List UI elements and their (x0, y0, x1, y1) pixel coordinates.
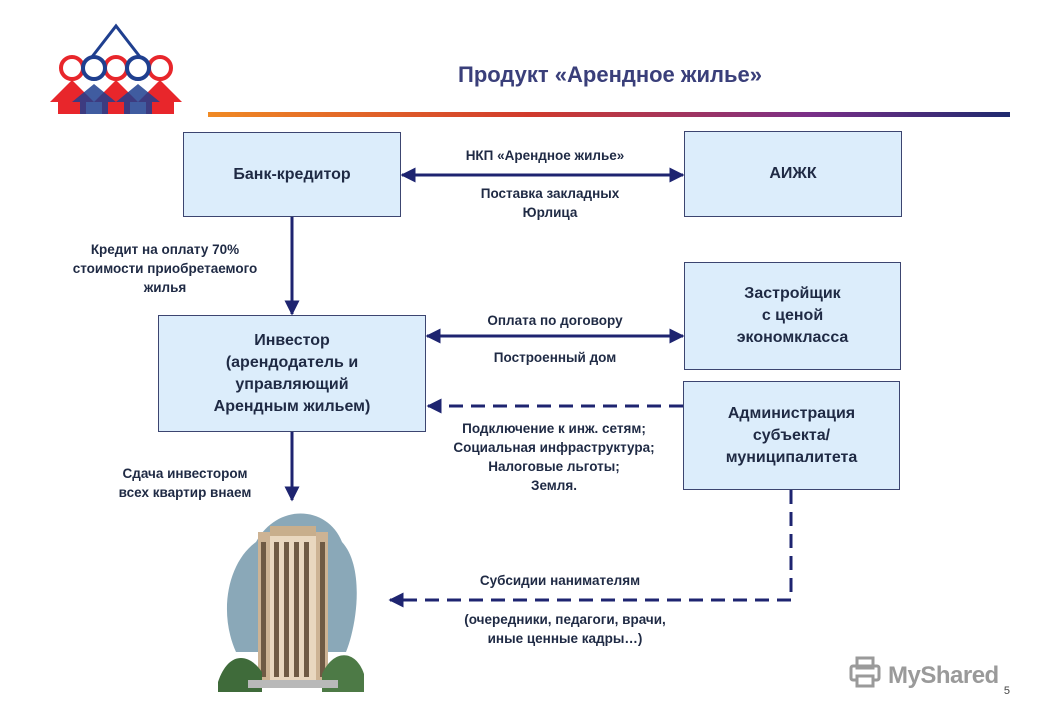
connection-label: Подключение к инж. сетям; Социальная инф… (453, 421, 655, 493)
subsidies-label: Субсидии нанимателям (479, 573, 641, 588)
aizhk-box: АИЖК (684, 131, 902, 217)
title-underline (208, 112, 1010, 117)
investor-label: Инвестор (арендодатель и управляющий Аре… (213, 331, 371, 415)
bank-label: Банк-кредитор (233, 165, 351, 183)
page-number: 5 (1003, 685, 1010, 697)
credit-label: Кредит на оплату 70% стоимости приобрета… (72, 242, 258, 295)
watermark: MyShared (848, 656, 999, 695)
investor-box: Инвестор (арендодатель и управляющий Аре… (158, 315, 426, 432)
watermark-text: MyShared (888, 661, 999, 689)
page-title: Продукт «Арендное жилье» (458, 62, 762, 87)
admin-box: Администрация субъекта/ муниципалитета (683, 381, 900, 490)
building-icon (218, 502, 364, 692)
nkp-label: НКП «Арендное жилье» (465, 148, 625, 163)
built-label: Построенный дом (493, 350, 617, 365)
watermark-icon (848, 656, 882, 695)
logo-icon (46, 22, 186, 117)
rent-out-label: Сдача инвестором всех квартир внаем (118, 466, 252, 500)
builder-label: Застройщик с ценой экономкласса (736, 285, 849, 346)
builder-box: Застройщик с ценой экономкласса (684, 262, 901, 370)
bank-box: Банк-кредитор (183, 132, 401, 217)
admin-label: Администрация субъекта/ муниципалитета (725, 404, 858, 466)
subsidies-arrow (388, 490, 793, 608)
aizhk-label: АИЖК (769, 165, 817, 182)
subsidies-note-label: (очередники, педагоги, врачи, иные ценны… (464, 612, 666, 646)
supply-label: Поставка закладных Юрлица (480, 186, 620, 220)
payment-label: Оплата по договору (487, 313, 623, 328)
